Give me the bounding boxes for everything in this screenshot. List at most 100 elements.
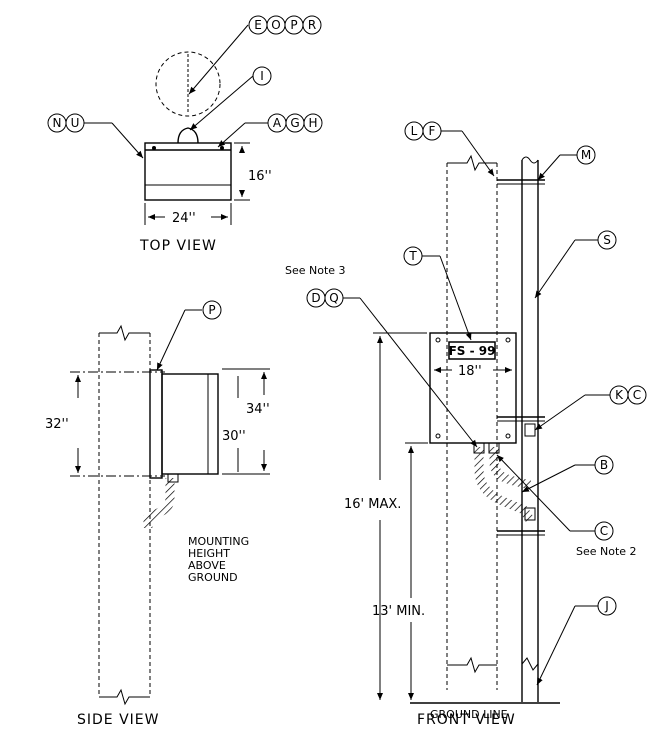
fitting xyxy=(488,442,500,454)
cabinet-tag: FS - 99 xyxy=(449,344,496,358)
bolt-right xyxy=(220,146,224,150)
see-note-2: See Note 2 xyxy=(576,545,637,558)
ground-line-label: GROUND LINE xyxy=(430,708,508,721)
front-bolt xyxy=(505,337,511,343)
riser-break-mid xyxy=(521,657,539,671)
bubble-text: H xyxy=(308,116,317,130)
leader-kc xyxy=(534,394,586,431)
bubble-b: B xyxy=(594,455,614,475)
side-break-bottom xyxy=(99,688,150,706)
top-view: 16'' 24'' TOP VIEW xyxy=(84,24,272,254)
cabinet-tag-box xyxy=(448,341,496,360)
bubble-text: C xyxy=(600,524,608,538)
bubble-text: B xyxy=(600,458,608,472)
bubble-t: T xyxy=(403,246,423,266)
front-conduit-1 xyxy=(474,447,534,523)
leader-c xyxy=(496,454,571,532)
bubble-text: A xyxy=(273,116,282,130)
bubble-text: M xyxy=(581,148,591,162)
front-bolt xyxy=(505,433,511,439)
bubble-text: O xyxy=(271,18,280,32)
front-view-title: FRONT VIEW xyxy=(417,712,516,728)
cabinet-top-outline xyxy=(144,142,232,201)
bubble-text: L xyxy=(411,124,418,138)
bubble-c: C xyxy=(594,521,614,541)
top-view-title: TOP VIEW xyxy=(139,238,217,254)
bubble-text: K xyxy=(615,388,624,402)
mounting-text: MOUNTING xyxy=(188,535,249,548)
dim-16: 16'' xyxy=(248,169,272,184)
side-view-title: SIDE VIEW xyxy=(77,712,160,728)
dim-16-max: 16' MAX. xyxy=(344,497,401,512)
leader-m xyxy=(537,154,561,181)
bubble-nu: N U xyxy=(47,113,85,133)
bubble-agh: A G H xyxy=(267,113,323,133)
bubble-text: D xyxy=(311,291,320,305)
dim-30: 30'' xyxy=(222,429,246,444)
see-note-3: See Note 3 xyxy=(285,264,346,277)
bubble-text: E xyxy=(254,18,262,32)
bubble-text: P xyxy=(290,18,297,32)
side-cabinet xyxy=(161,373,219,475)
leader-i xyxy=(189,75,254,131)
fitting xyxy=(524,507,536,521)
bubble-j: J xyxy=(597,596,617,616)
bubble-kc: K C xyxy=(609,385,647,405)
bubble-text: F xyxy=(429,124,436,138)
dim-13-min: 13' MIN. xyxy=(372,604,425,619)
leader-p xyxy=(156,309,186,371)
bubble-text: S xyxy=(603,233,611,247)
leader-eopr xyxy=(188,24,249,95)
side-backplate xyxy=(149,369,163,479)
leader-s xyxy=(534,239,576,299)
bubble-text: C xyxy=(633,388,641,402)
bubble-i: I xyxy=(252,66,272,86)
front-break-mid xyxy=(447,656,497,674)
pole-outline-circle xyxy=(155,51,221,117)
bubble-text: N xyxy=(53,116,62,130)
front-break-top xyxy=(447,154,497,172)
bubble-text: Q xyxy=(329,291,338,305)
side-view: 32'' 34'' 30'' MOUNTING HEIGHT ABOVE GRO… xyxy=(45,309,270,728)
bubble-text: T xyxy=(408,249,417,263)
bubble-s: S xyxy=(597,230,617,250)
dim-18: 18'' xyxy=(458,364,482,379)
bracket-shape xyxy=(177,127,199,144)
front-conduit-2 xyxy=(489,447,532,490)
bubble-lf: L F xyxy=(404,121,442,141)
bubble-eopr: E O P R xyxy=(248,15,322,35)
leader-dq xyxy=(359,297,478,448)
front-bolt xyxy=(435,337,441,343)
leader-j xyxy=(536,605,576,686)
mounting-text: GROUND xyxy=(188,571,238,584)
bubble-text: I xyxy=(260,69,264,83)
dim-34: 34'' xyxy=(246,402,270,417)
side-conduit-fitting xyxy=(167,473,179,483)
leader-nu xyxy=(111,122,144,159)
leader-lf xyxy=(461,130,495,177)
side-break-top xyxy=(99,324,150,342)
leader-t xyxy=(439,255,472,341)
mounting-text: HEIGHT xyxy=(188,547,230,560)
bubble-text: P xyxy=(208,303,215,317)
bubble-p: P xyxy=(202,300,222,320)
bubble-m: M xyxy=(576,145,596,165)
fitting xyxy=(524,423,536,437)
front-bolt xyxy=(435,433,441,439)
dim-24: 24'' xyxy=(172,211,196,226)
leader-agh xyxy=(217,122,246,148)
bubble-text: G xyxy=(290,116,299,130)
bubble-text: J xyxy=(604,599,609,613)
mounting-text: ABOVE xyxy=(188,559,226,572)
side-conduit xyxy=(143,478,175,528)
front-view: FS - 99 18'' GROUND LINE 16' MAX. 13' MI… xyxy=(285,130,637,728)
bubble-text: U xyxy=(71,116,80,130)
dim-32: 32'' xyxy=(45,417,69,432)
fitting xyxy=(473,442,485,454)
bolt-left xyxy=(152,146,156,150)
leader-b xyxy=(521,464,576,493)
riser-break-top xyxy=(521,156,539,164)
bubble-text: R xyxy=(308,18,316,32)
bubble-dq: D Q xyxy=(306,288,344,308)
